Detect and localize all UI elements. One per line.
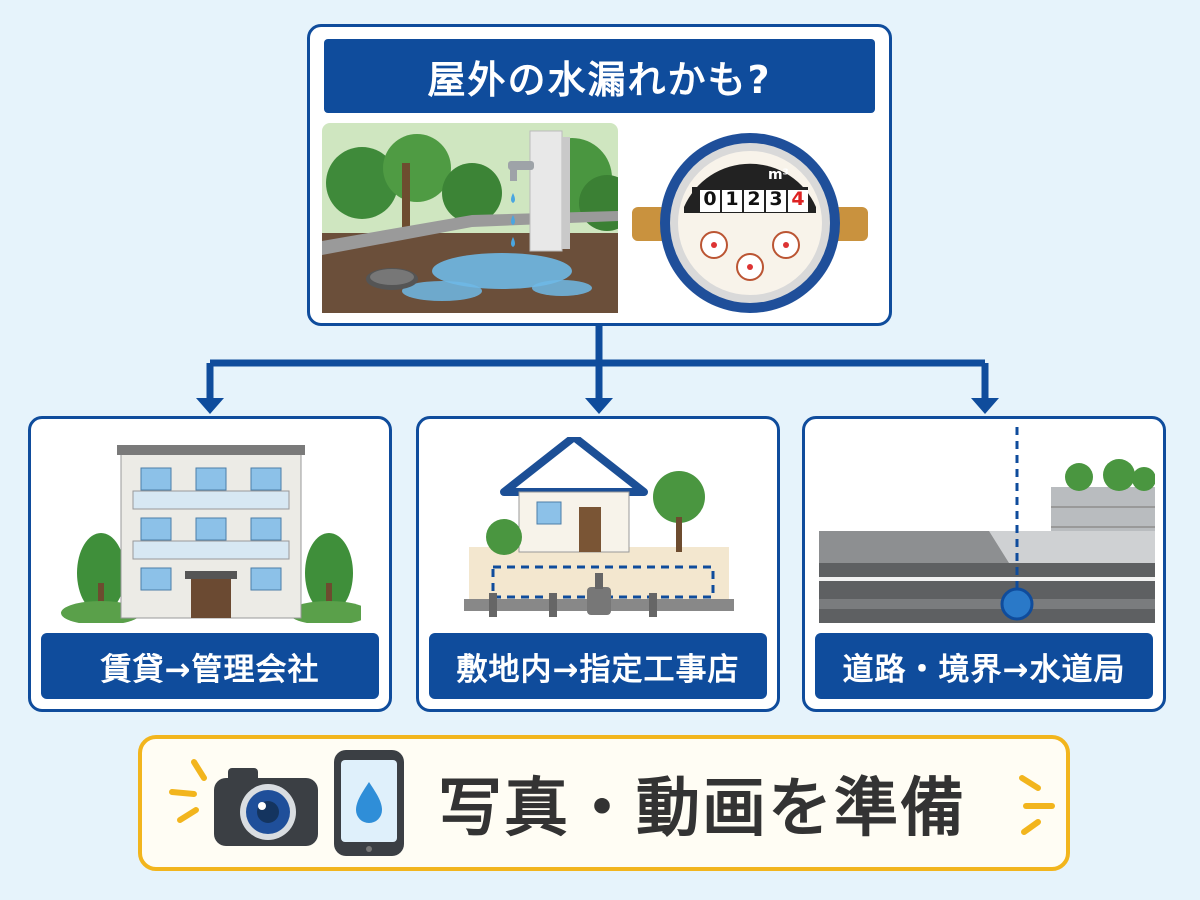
top-card: 屋外の水漏れかも? bbox=[307, 24, 892, 326]
meter-digit-2: 2 bbox=[747, 188, 761, 210]
meter-digit-1: 1 bbox=[725, 188, 739, 210]
bottom-callout-label: 写真・動画を準備 bbox=[438, 772, 966, 846]
arrow-right-head bbox=[971, 398, 999, 414]
road-meter-icon bbox=[819, 427, 1155, 623]
arrow-center-head bbox=[585, 398, 613, 414]
meter-digit-3: 3 bbox=[769, 188, 783, 210]
branch-label-onsite: 敷地内→指定工事店 bbox=[429, 633, 767, 699]
outdoor-faucet-leak-illustration bbox=[322, 123, 618, 313]
branch-label-rental: 賃貸→管理会社 bbox=[41, 633, 379, 699]
right-sparkle-lines bbox=[1019, 775, 1055, 835]
arrow-left-head bbox=[196, 398, 224, 414]
top-card-title: 屋外の水漏れかも? bbox=[324, 39, 875, 113]
apartment-icon bbox=[61, 445, 361, 623]
branch-label-road: 道路・境界→水道局 bbox=[815, 633, 1153, 699]
meter-unit: m³ bbox=[768, 167, 789, 183]
smartphone-icon bbox=[334, 750, 404, 856]
branch-card-rental: 賃貸→管理会社 bbox=[28, 416, 392, 712]
branch-connector-arrows bbox=[196, 326, 999, 414]
camera-icon bbox=[214, 768, 318, 846]
house-pipe-icon bbox=[464, 437, 734, 617]
meter-digit-0: 0 bbox=[703, 188, 717, 210]
branch-card-onsite: 敷地内→指定工事店 bbox=[416, 416, 780, 712]
water-meter-icon bbox=[632, 133, 868, 313]
meter-digit-4: 4 bbox=[791, 188, 805, 210]
left-sparkle-lines bbox=[169, 759, 207, 823]
branch-card-road: 道路・境界→水道局 bbox=[802, 416, 1166, 712]
water-drop-icon bbox=[356, 782, 382, 823]
